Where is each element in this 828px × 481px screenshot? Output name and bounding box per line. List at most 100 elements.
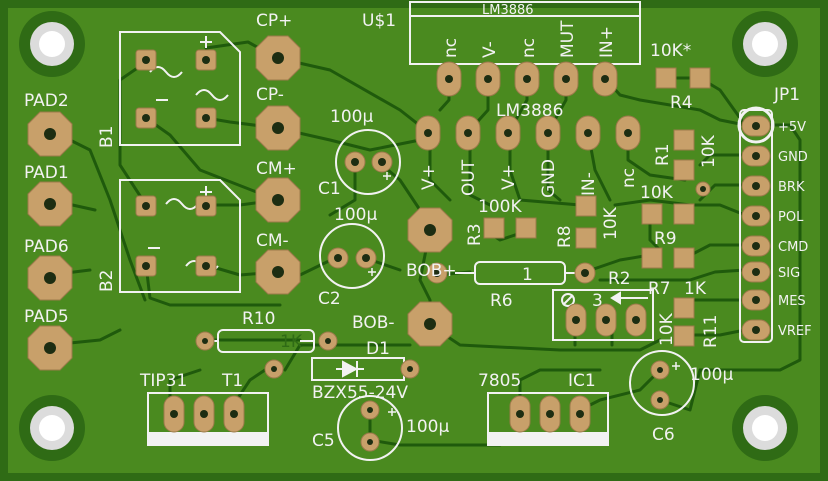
pad-r9-1[interactable] [641,203,663,225]
pad-r9-2[interactable] [673,203,695,225]
c5-outline [337,395,403,461]
label-u1: U$1 [362,11,396,31]
lm-pin-bottom-4: IN- [579,172,599,196]
label-r7-value: 1K [684,279,707,299]
b2-outline [119,179,241,293]
lm-pin-bottom-2: V+ [499,164,519,190]
label-c2: C2 [318,289,341,309]
label-d1: D1 [366,339,390,359]
label-c5-value: 100µ [406,417,449,437]
header-pin-7: VREF [778,324,812,339]
label-trim-pin: 3 [592,291,603,311]
label-c2-value: 100µ [334,205,377,225]
pad-r8-2[interactable] [575,227,597,249]
pad-pad1[interactable] [27,181,73,227]
pad-r1-1[interactable] [673,129,695,151]
label-r9-value: 10K [640,183,674,203]
lm-pin-top-3: MUT [558,20,578,58]
label-zener: BZX55-24V [312,383,408,403]
label-c5: C5 [312,431,335,451]
pad-pad6[interactable] [27,255,73,301]
mount-hole-bottom-left [19,395,85,461]
lm-pin-top-2: nc [519,38,539,58]
pad-cm-minus[interactable] [255,249,301,295]
lm-pin-bottom-1: OUT [459,159,479,196]
lm-pin-top-1: V- [480,41,500,58]
label-ic1: IC1 [568,371,596,391]
label-r8-value: 10K [601,206,621,240]
label-r10: R10 [242,309,275,329]
ic1-outline [487,392,609,446]
pads [27,35,771,452]
label-pad1: PAD1 [24,163,69,183]
lm-pin-bottom-5: nc [619,168,639,188]
mount-hole-top-left [19,11,85,77]
label-r11-value: 10K [657,312,677,346]
label-r3-value: 100K [478,197,522,217]
r2-outline [552,289,654,341]
pad-r9-4[interactable] [673,247,695,269]
mount-hole-top-right [732,11,798,77]
pad-r3-2[interactable] [515,217,537,239]
header-pin-2: BRK [778,180,805,195]
pad-cm-plus[interactable] [255,177,301,223]
label-r2: R2 [608,269,631,289]
pad-r4-1[interactable] [655,67,677,89]
label-pad2: PAD2 [24,91,69,111]
pad-r8-1[interactable] [575,195,597,217]
label-pad6: PAD6 [24,237,69,257]
label-lm-top: LM3886 [482,3,534,18]
label-r4: R4 [670,93,693,113]
tip31-outline [147,392,269,446]
label-b2: B2 [97,270,117,292]
pad-r1-2[interactable] [673,159,695,181]
label-b1: B1 [97,126,117,148]
label-cm-minus: CM- [256,231,289,251]
label-c1: C1 [318,179,341,199]
lm-pin-top-0: nc [441,38,461,58]
b1-outline [119,31,241,146]
label-r9: R9 [654,229,677,249]
pad-bob-minus[interactable] [407,301,453,347]
label-jp1: JP1 [773,85,800,105]
lm-pin-top-4: IN+ [597,26,617,58]
label-cp-plus: CP+ [256,11,292,31]
header-pin-4: CMD [778,240,808,255]
label-cp-minus: CP- [256,85,284,105]
header-pin-0: +5V [778,120,806,135]
ic1-tab [488,432,608,444]
tip31-tab [148,432,268,444]
c6-outline [629,350,695,416]
c1-outline [335,129,401,195]
mount-hole-bottom-right [732,395,798,461]
polarity-marks [368,172,680,416]
label-r11: R11 [701,315,721,348]
label-r8: R8 [555,225,575,248]
pad-r3-1[interactable] [483,217,505,239]
label-r6: R6 [490,291,513,311]
label-bob-plus: BOB+ [406,261,457,281]
pad-r11-1[interactable] [673,297,695,319]
pad-r11-2[interactable] [673,325,695,347]
silkscreen-text: PAD2 PAD1 PAD6 PAD5 B1 B2 CP+ CP- CM+ CM… [24,3,812,451]
pad-r9-3[interactable] [641,247,663,269]
label-7805: 7805 [478,371,521,391]
label-pad5: PAD5 [24,307,69,327]
label-r4-value: 10K* [650,41,691,61]
label-c6-value: 100µ [690,365,733,385]
label-lm-mid: LM3886 [496,101,563,121]
pad-pad2[interactable] [27,111,73,157]
pad-bob-plus[interactable] [407,207,453,253]
pad-pad5[interactable] [27,325,73,371]
pad-r4-2[interactable] [689,67,711,89]
label-r3: R3 [465,223,485,246]
pad-cp-minus[interactable] [255,105,301,151]
label-c6: C6 [652,425,675,445]
header-pin-5: SIG [778,266,800,281]
label-bob-minus: BOB- [352,313,395,333]
label-r7: R7 [648,279,671,299]
label-r10-value: 1K [280,332,303,352]
pad-cp-plus[interactable] [255,35,301,81]
trimmer-arrow [561,291,648,307]
